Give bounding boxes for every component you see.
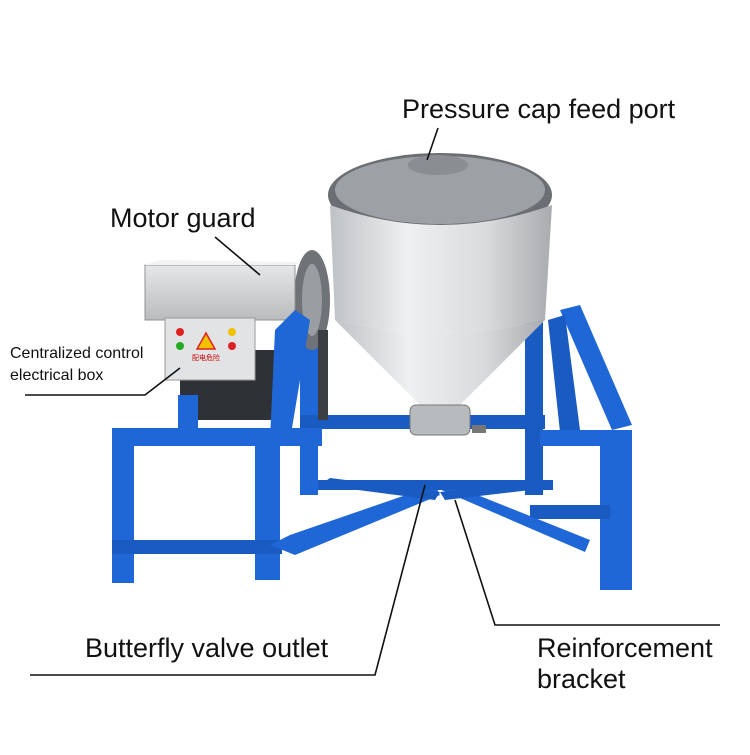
leader-pressure-cap: [426, 127, 439, 161]
callout-motor-guard: Motor guard: [110, 203, 256, 233]
control-box: 配电危险: [164, 317, 256, 381]
mixing-drum: [328, 153, 552, 436]
leader-control-box: [25, 367, 181, 396]
box-sign-text: 配电危险: [192, 353, 220, 362]
warning-triangle-icon: [195, 331, 217, 350]
butterfly-valve: [409, 404, 471, 436]
leader-lines: [25, 127, 720, 676]
callout-control-box: Centralized control electrical box: [10, 345, 144, 384]
reinforcement-bracing: [270, 478, 590, 555]
leader-butterfly-valve: [30, 484, 426, 676]
callout-reinforcement-bracket: Reinforcement bracket: [537, 633, 713, 694]
leader-reinforcement: [454, 499, 720, 626]
left-frame: [112, 310, 322, 583]
callout-pressure-cap: Pressure cap feed port: [402, 94, 676, 124]
leader-motor-guard: [214, 236, 261, 276]
back-frame: [300, 315, 545, 495]
motor-guard-cover: [144, 264, 296, 321]
callout-butterfly-valve: Butterfly valve outlet: [85, 633, 329, 663]
right-frame: [530, 305, 632, 590]
